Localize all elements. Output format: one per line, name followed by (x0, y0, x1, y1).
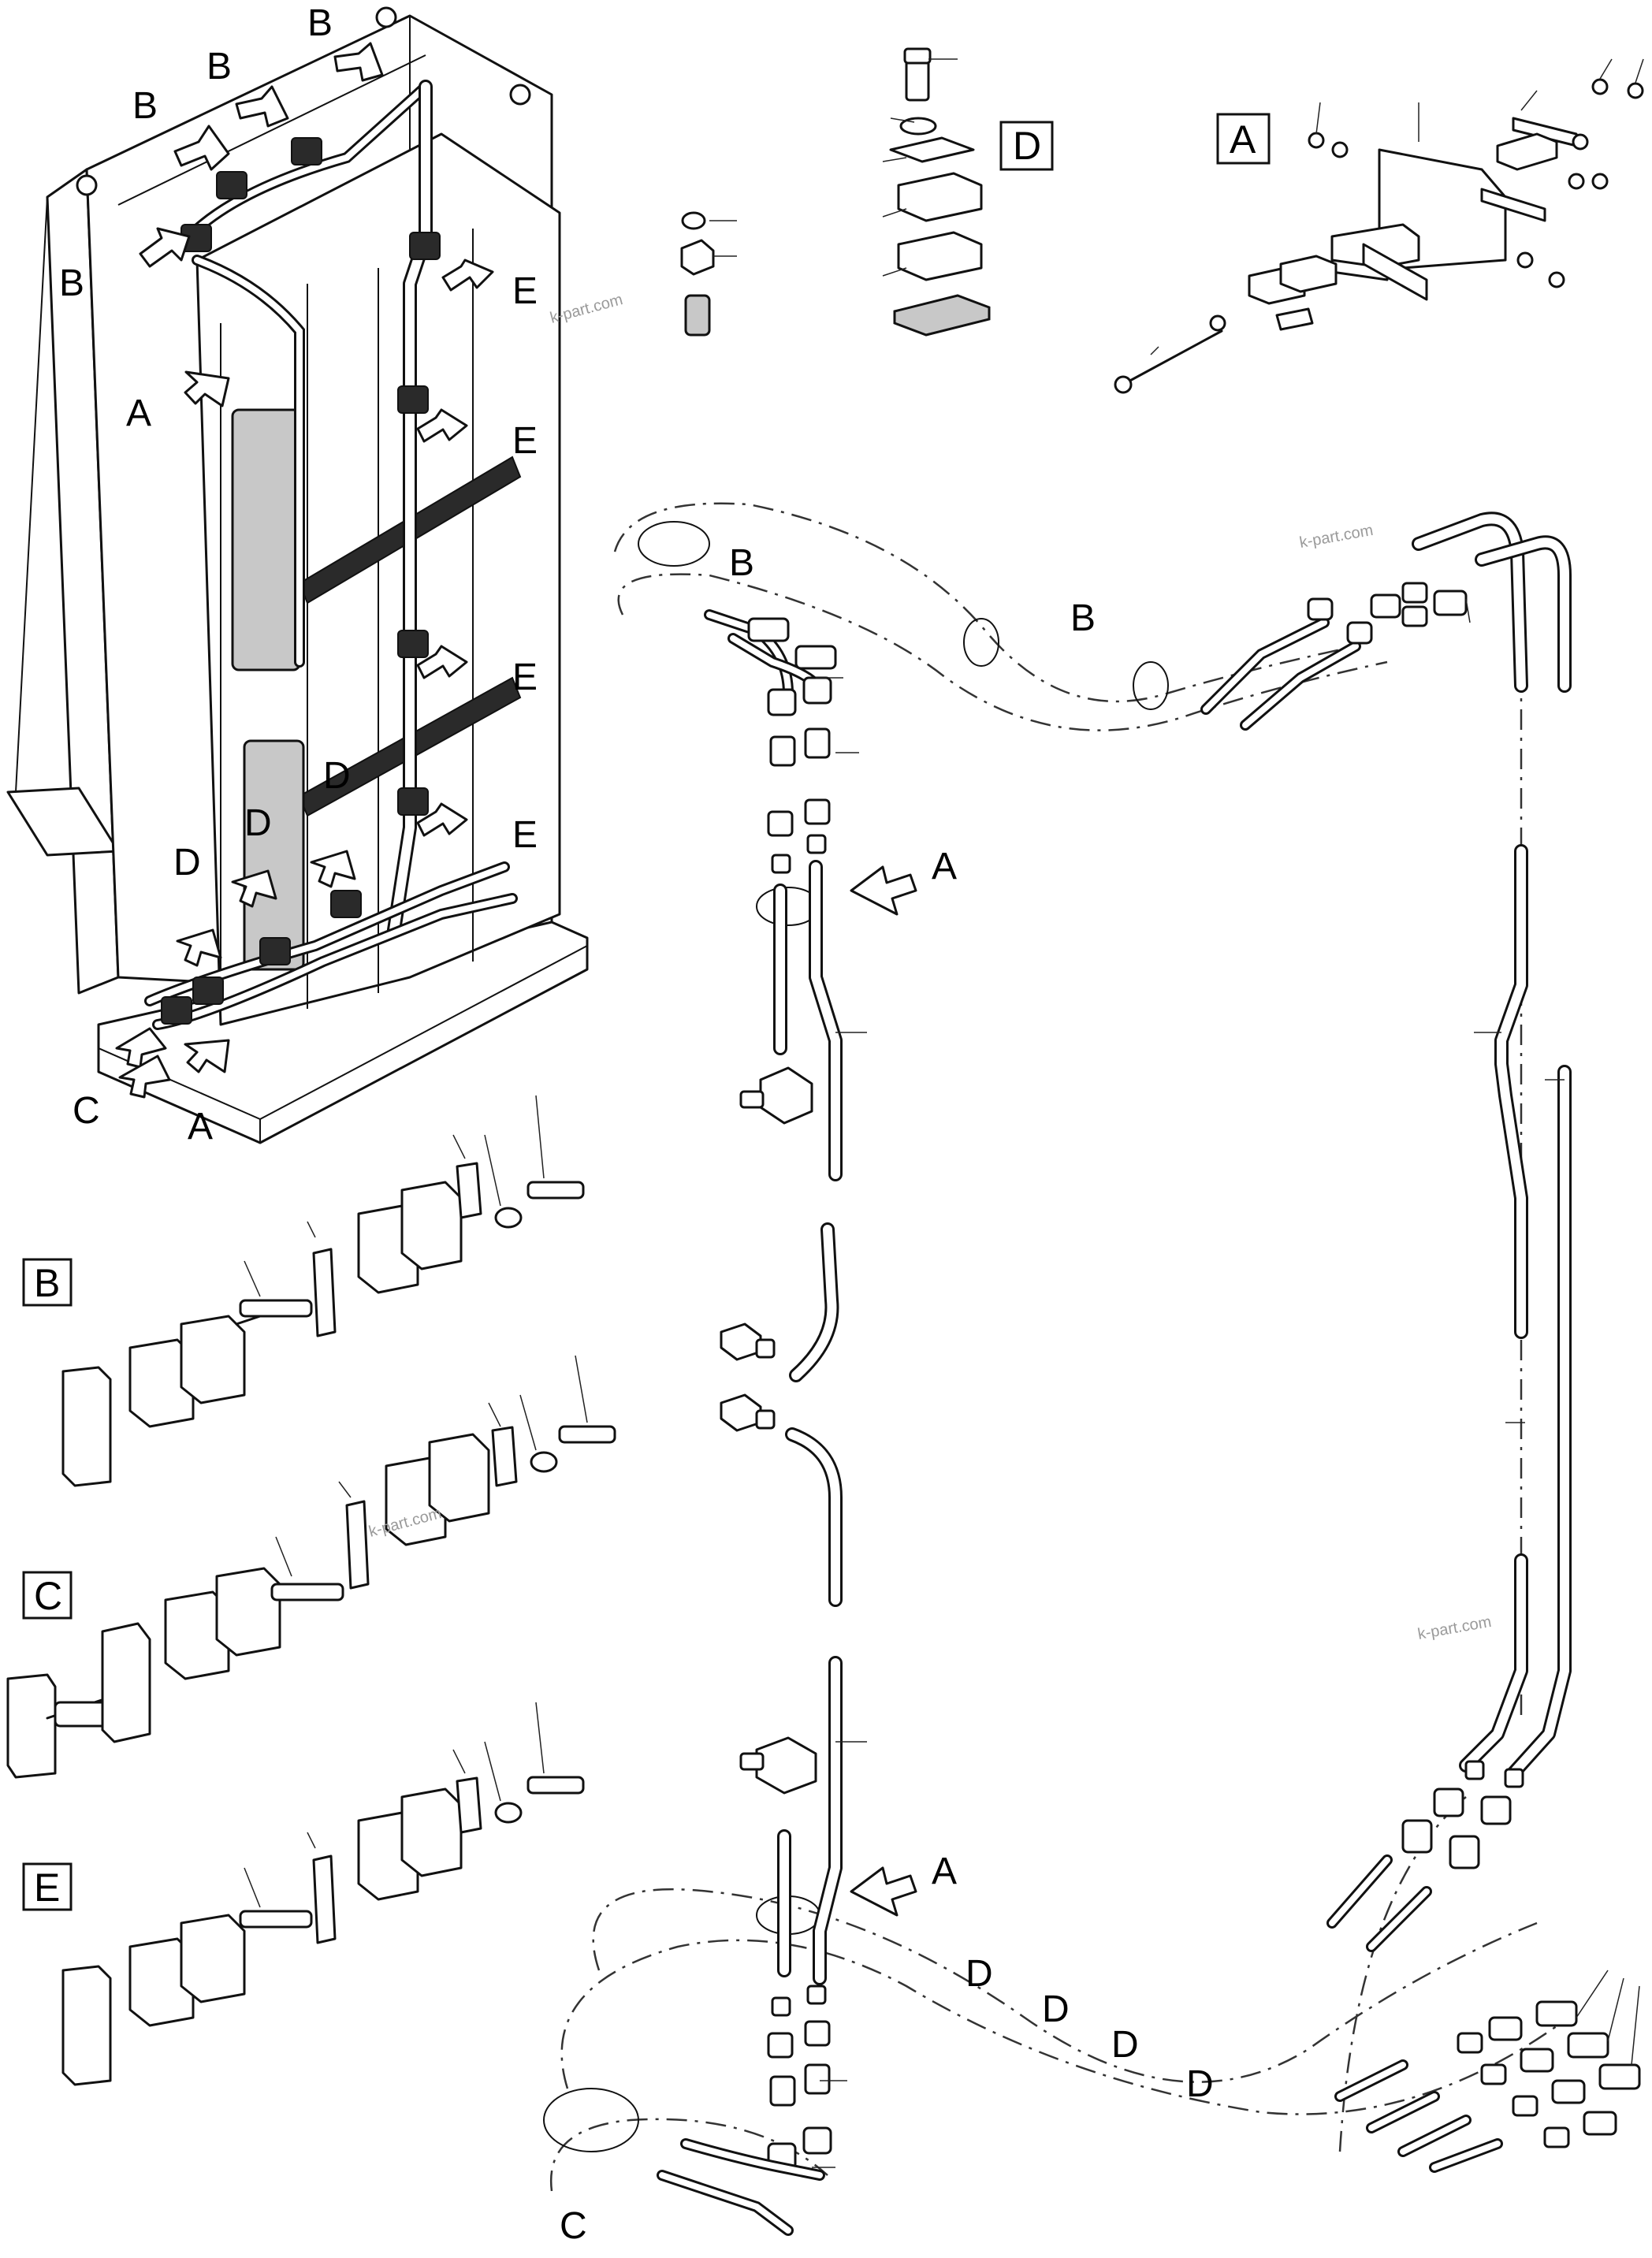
detail-d-box (999, 121, 1054, 171)
clamp-detail-c: C (6, 1355, 616, 1779)
label-e: E (512, 420, 538, 462)
label-b: B (307, 2, 333, 44)
label-a: A (932, 846, 957, 887)
hose-bundle-bottom (1334, 1970, 1641, 2173)
pipe-callouts: A A B B D D D D C (560, 542, 1214, 2247)
clamp-detail-b: B (22, 1095, 585, 1487)
label-d: D (244, 802, 272, 844)
label-b: B (1070, 597, 1096, 639)
detail-c-title: C (34, 1574, 62, 1618)
detail-c-box (22, 1571, 73, 1620)
label-e: E (512, 657, 538, 698)
label-e: E (512, 814, 538, 856)
label-b: B (729, 542, 754, 584)
detail-b-title: B (34, 1261, 60, 1305)
fitting-set-small (680, 211, 737, 337)
vertical-pipes-center (657, 609, 867, 2236)
watermark: k-part.com (1298, 522, 1375, 552)
cabinet-assembly (6, 6, 589, 1144)
detail-e-box (22, 1862, 73, 1911)
callout-arrows (115, 42, 494, 1099)
detail-d-title: D (1013, 124, 1041, 168)
label-d: D (323, 755, 351, 797)
detail-e-title: E (34, 1866, 60, 1910)
label-a: A (932, 1851, 957, 1892)
detail-a-title: A (1230, 117, 1256, 162)
filter-cylinder (243, 739, 305, 971)
label-a: A (126, 392, 151, 434)
detail-d: D (882, 47, 1054, 337)
detail-b-box (22, 1258, 73, 1307)
label-d: D (1111, 2024, 1139, 2066)
label-a: A (188, 1106, 213, 1148)
watermark: k-part.com (1416, 1613, 1493, 1643)
cabinet-labels: B B B B A E E E E D D D C A (59, 2, 538, 1148)
routing-lines (543, 502, 1569, 2192)
label-b: B (206, 46, 232, 87)
label-c: C (560, 2205, 587, 2247)
label-b: B (59, 262, 84, 304)
vertical-pipes-right (1326, 844, 1572, 1952)
label-d: D (173, 842, 201, 883)
label-d: D (1186, 2063, 1214, 2105)
label-e: E (512, 270, 538, 312)
label-d: D (1042, 1988, 1070, 2030)
label-c: C (73, 1090, 100, 1132)
label-d: D (966, 1953, 993, 1995)
detail-a-box (1216, 113, 1271, 165)
label-b: B (132, 85, 158, 127)
filter-cylinder (231, 408, 301, 671)
hose-assembly-top (1200, 511, 1572, 731)
clamp-detail-e: E (22, 1702, 585, 2086)
detail-a: A (1114, 58, 1644, 394)
